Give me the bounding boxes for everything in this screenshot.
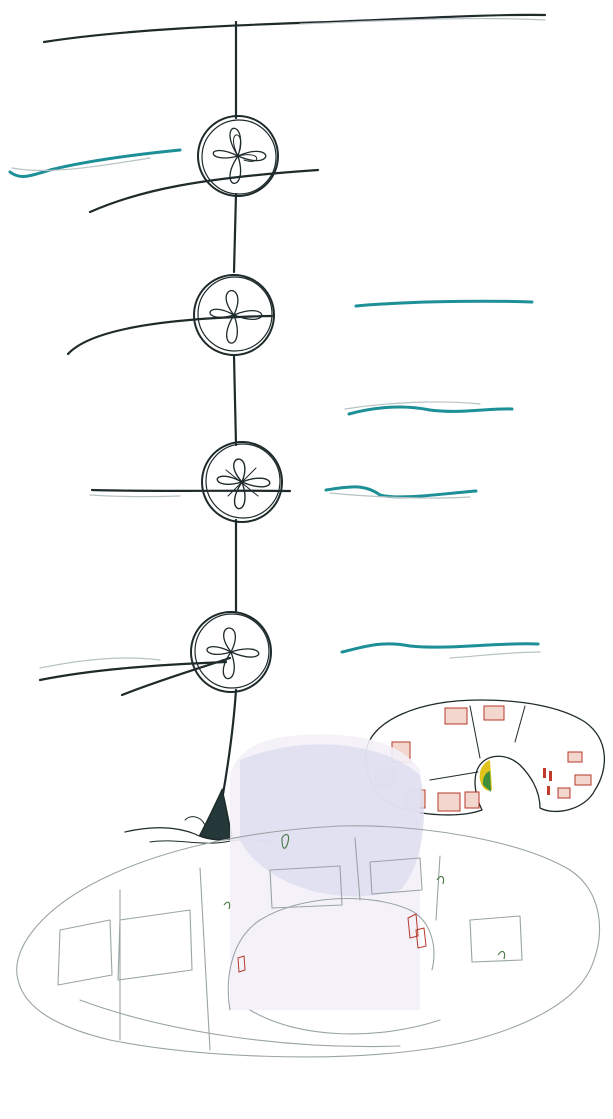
turbine-2 [194, 275, 274, 355]
ocean-current-lines [10, 150, 540, 668]
turbine-1 [198, 116, 278, 196]
tether-3 [92, 490, 290, 491]
turbine-4 [191, 612, 271, 692]
tether-2 [68, 316, 272, 354]
habitat-perspective-view [17, 734, 600, 1057]
turbine-3 [202, 442, 282, 522]
